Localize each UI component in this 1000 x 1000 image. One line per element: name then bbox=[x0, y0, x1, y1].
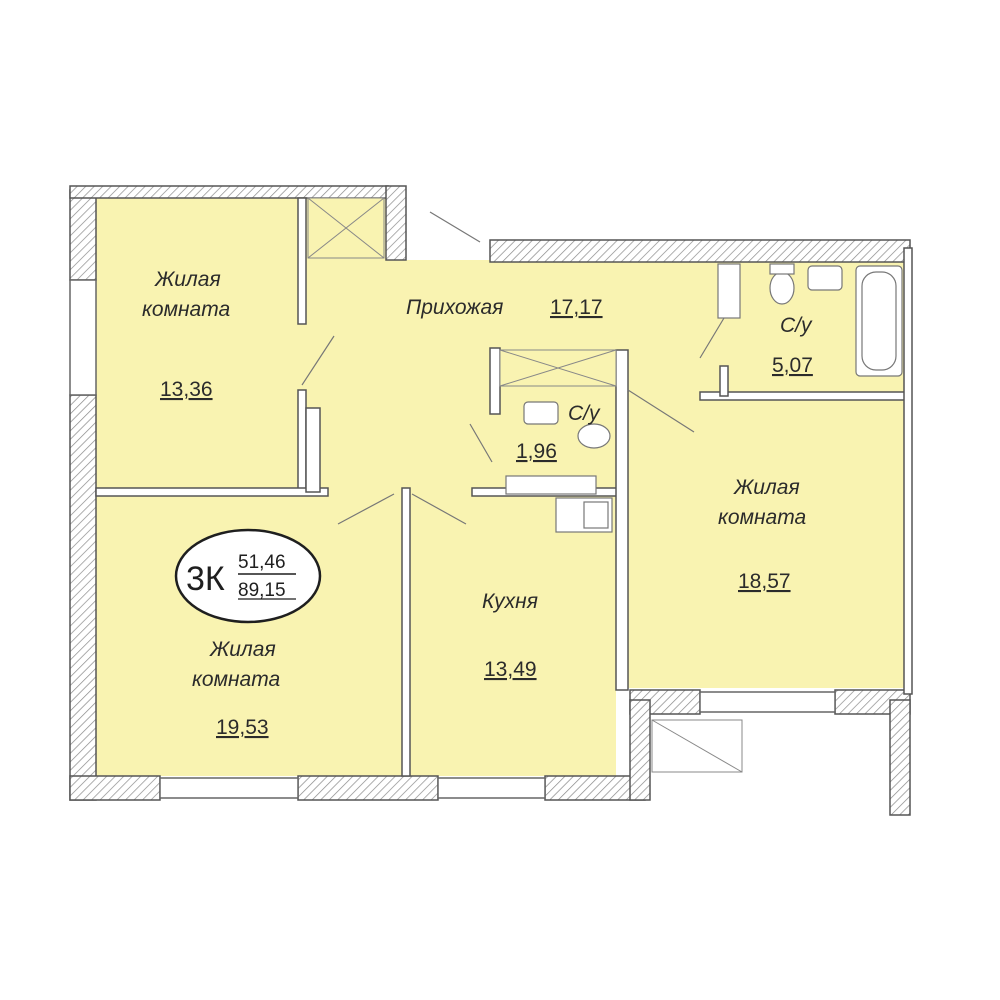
interior-walls bbox=[95, 197, 913, 777]
room-labels: Жилая комната 13,36 Прихожая 17,17 С/у 5… bbox=[142, 268, 813, 739]
door-room2 bbox=[337, 493, 395, 525]
wall-top-notch bbox=[385, 185, 407, 261]
living-top-left-name-2: комната bbox=[142, 298, 230, 321]
wall-top-right bbox=[489, 239, 911, 263]
balcony-diag bbox=[651, 719, 743, 773]
toilet-right-tank bbox=[769, 263, 795, 275]
door-bath-small bbox=[469, 423, 493, 463]
wall-left-lower bbox=[69, 394, 97, 801]
living-right-name-2: комната bbox=[718, 506, 806, 529]
closet-top-diag2 bbox=[307, 197, 385, 259]
badge-type: 3К bbox=[186, 560, 225, 598]
living-top-left-name-1: Жилая bbox=[154, 268, 221, 291]
wall-right-outer bbox=[903, 247, 913, 695]
bathtub-inner bbox=[861, 271, 897, 371]
wall-room1-right-bottom bbox=[297, 389, 307, 493]
plumbing bbox=[505, 263, 903, 533]
toilet-right-icon bbox=[769, 271, 795, 305]
wall-room1-stub bbox=[305, 407, 321, 493]
windows bbox=[69, 279, 836, 799]
living-right-name-1: Жилая bbox=[733, 476, 800, 499]
wall-kitchen-right bbox=[615, 349, 629, 691]
floor-areas bbox=[96, 196, 908, 776]
kitchen-area: 13,49 bbox=[484, 658, 537, 681]
wall-bottom-corner-vert bbox=[629, 699, 651, 801]
doors bbox=[301, 211, 725, 525]
wall-bottom-mid bbox=[297, 775, 439, 801]
door-entrance bbox=[429, 211, 481, 243]
wall-right-post bbox=[889, 699, 911, 816]
wall-top-left bbox=[69, 185, 389, 199]
wall-bottom-left bbox=[69, 775, 161, 801]
bathroom-small-area: 1,96 bbox=[516, 440, 557, 463]
bathroom-right-area: 5,07 bbox=[772, 354, 813, 377]
bathroom-small-name: С/у bbox=[568, 402, 601, 425]
wall-room1-right-top bbox=[297, 197, 307, 325]
door-room1 bbox=[301, 335, 335, 386]
floor-kitchen bbox=[406, 492, 616, 776]
wall-bath-right-left bbox=[719, 365, 729, 397]
badge-living-area: 51,46 bbox=[238, 552, 286, 573]
floor-living-top-left bbox=[96, 196, 302, 492]
hallway-area: 17,17 bbox=[550, 296, 603, 319]
floor-living-right bbox=[624, 396, 908, 688]
window-left-1 bbox=[69, 279, 97, 396]
vent-bar-icon bbox=[505, 475, 597, 495]
kitchen-sink-bowl bbox=[583, 501, 609, 529]
wall-room1-bottom bbox=[95, 487, 329, 497]
sink-right-icon bbox=[807, 265, 843, 291]
exterior-walls bbox=[69, 185, 911, 816]
living-bottom-left-name-2: комната bbox=[192, 668, 280, 691]
closet-center-diag2 bbox=[499, 349, 617, 387]
closets bbox=[307, 197, 743, 773]
window-bottom-1 bbox=[159, 777, 299, 799]
apartment-badge: 3К 51,46 89,15 bbox=[174, 528, 322, 624]
door-kitchen bbox=[411, 493, 467, 525]
wall-kitchen-left bbox=[401, 487, 411, 777]
toilet-small-icon bbox=[577, 423, 611, 449]
wall-bath-small-left bbox=[489, 347, 501, 415]
door-living-right bbox=[627, 389, 695, 433]
sink-small-icon bbox=[523, 401, 559, 425]
window-bottom-2 bbox=[437, 777, 546, 799]
living-right-area: 18,57 bbox=[738, 570, 791, 593]
badge-total-area: 89,15 bbox=[238, 580, 286, 601]
wall-left-upper bbox=[69, 189, 97, 281]
shaft-right-icon bbox=[717, 263, 741, 319]
living-bottom-left-name-1: Жилая bbox=[209, 638, 276, 661]
hallway-name: Прихожая bbox=[406, 296, 503, 319]
wall-bath-right-bottom bbox=[699, 391, 909, 401]
living-bottom-left-area: 19,53 bbox=[216, 716, 269, 739]
door-bath-right bbox=[699, 317, 725, 359]
kitchen-name: Кухня bbox=[482, 590, 538, 613]
living-top-left-area: 13,36 bbox=[160, 378, 213, 401]
window-right-1 bbox=[699, 691, 836, 713]
bathroom-right-name: С/у bbox=[780, 314, 813, 337]
